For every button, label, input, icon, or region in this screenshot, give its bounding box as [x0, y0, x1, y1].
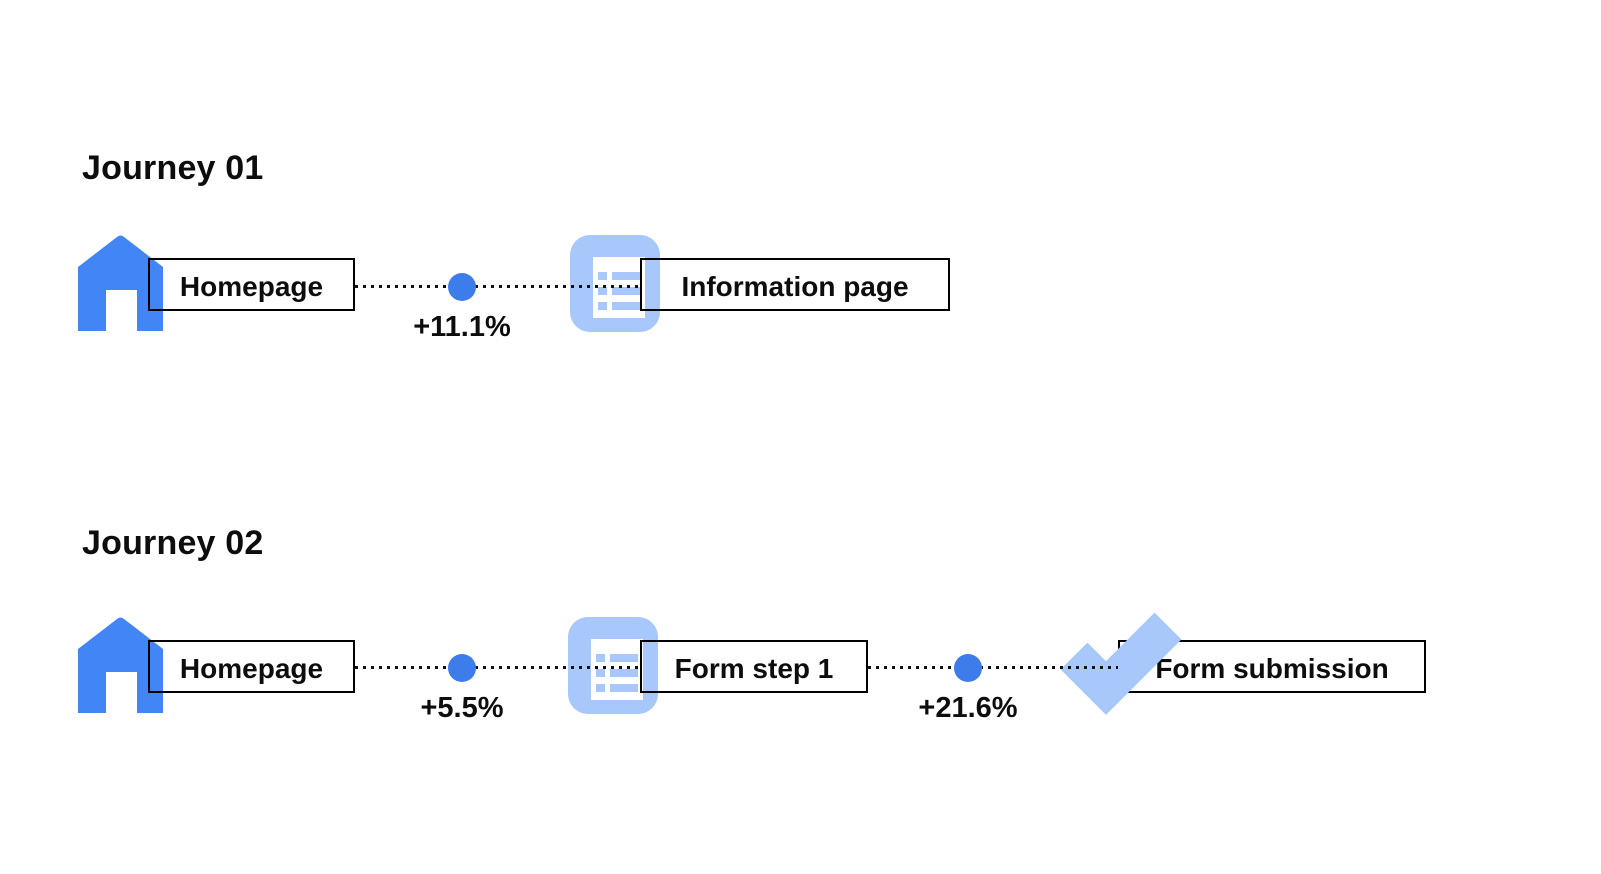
- edge-delta-label: +11.1%: [413, 311, 511, 343]
- node-box-homepage: Homepage: [148, 640, 355, 693]
- list-page-icon: [570, 235, 660, 332]
- list-page-icon: [568, 617, 658, 714]
- node-label: Information page: [681, 270, 909, 302]
- node-box-information-page: Information page: [640, 258, 950, 311]
- node-label: Homepage: [179, 270, 324, 302]
- check-icon: [1060, 612, 1182, 715]
- edge-dot: [954, 654, 982, 682]
- home-icon: [78, 617, 163, 713]
- edge-delta-label: +5.5%: [420, 692, 504, 724]
- node-label: Homepage: [179, 652, 324, 684]
- node-box-homepage: Homepage: [148, 258, 355, 311]
- edge-dot: [448, 654, 476, 682]
- journey-01-title: Journey 01: [82, 149, 264, 187]
- node-box-form-submission: Form submission: [1118, 640, 1426, 693]
- edge-dot: [448, 273, 476, 301]
- node-label: Form submission: [1155, 652, 1389, 684]
- edge-dotted-line: [355, 285, 640, 288]
- home-icon: [78, 235, 163, 331]
- edge-dotted-line: [355, 666, 640, 669]
- edge-delta-label: +21.6%: [918, 692, 1018, 724]
- node-label: Form step 1: [674, 652, 834, 684]
- node-box-form-step-1: Form step 1: [640, 640, 868, 693]
- edge-dotted-line: [868, 666, 1118, 669]
- journey-02-title: Journey 02: [82, 524, 264, 562]
